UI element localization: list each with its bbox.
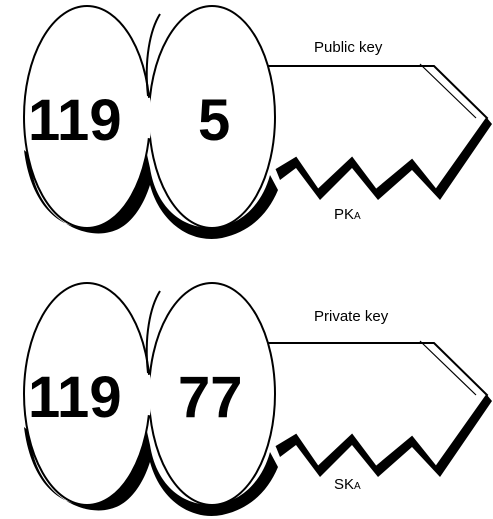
private-key-modulus: 119: [28, 365, 122, 430]
public-key-symbol: PKA: [334, 206, 361, 223]
public-key-illustration: 119 5 Public key PKA: [23, 5, 492, 239]
private-key-exponent: 77: [178, 365, 243, 430]
public-key-exponent: 5: [198, 88, 230, 153]
private-key-illustration: 119 77 Private key SKA: [23, 282, 492, 516]
public-key-label: Public key: [314, 39, 383, 56]
public-key-modulus: 119: [28, 88, 122, 153]
private-key-symbol: SKA: [334, 476, 361, 493]
private-key-blade: [262, 342, 489, 469]
private-key-label: Private key: [314, 308, 389, 325]
public-key-blade: [262, 65, 489, 192]
